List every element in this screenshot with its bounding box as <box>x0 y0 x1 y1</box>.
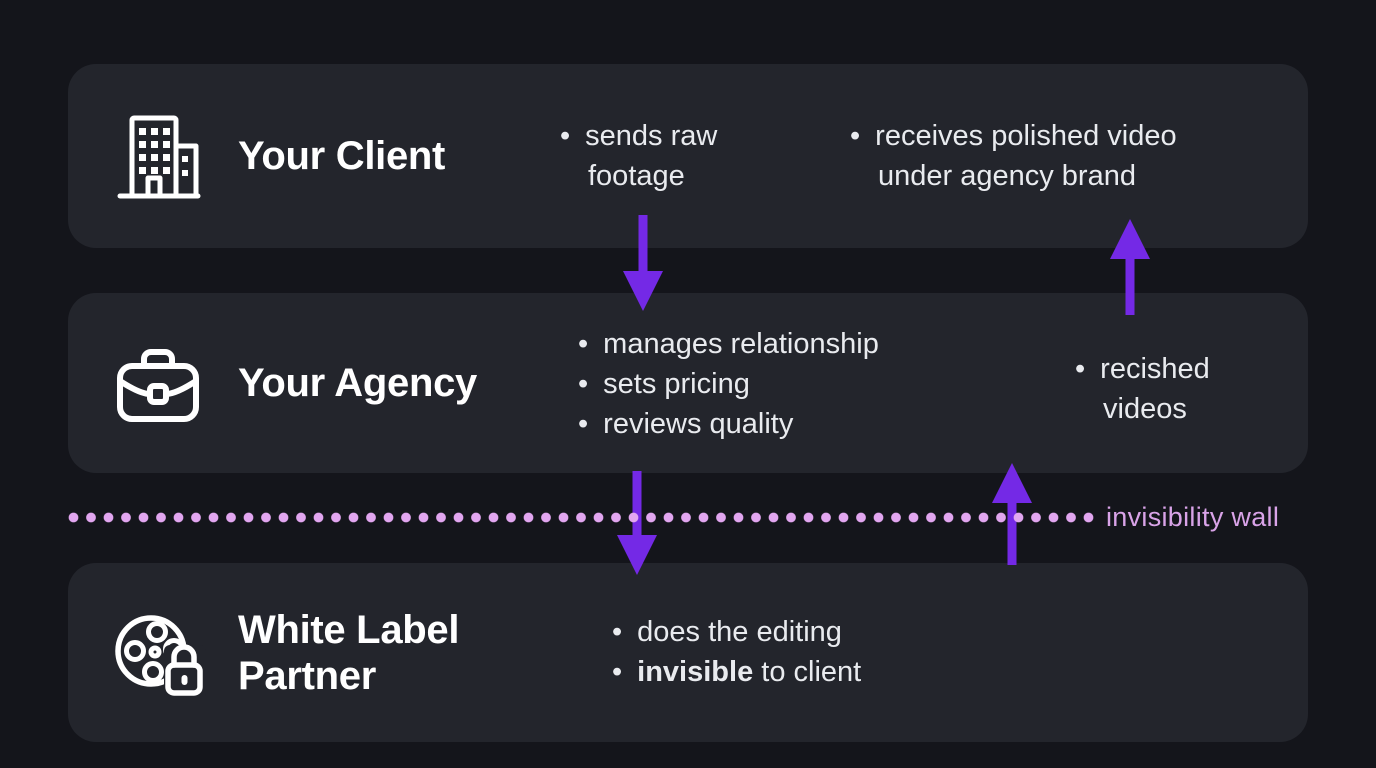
card-your-client: Your Client sends raw footage receives p… <box>68 64 1308 248</box>
invisibility-wall-dotted-line <box>68 512 1096 523</box>
bullet-item: recished videos <box>1075 349 1250 429</box>
client-right-bullets: receives polished video under agency bra… <box>850 116 1245 196</box>
bullet-item: reviews quality <box>578 404 1058 444</box>
bullet-item: sets pricing <box>578 364 1058 404</box>
bullet-item: does the editing <box>612 612 1032 652</box>
bullet-item: receives polished video under agency bra… <box>850 116 1245 196</box>
arrow-client-to-agency <box>621 215 665 311</box>
agency-right-bullets: recished videos <box>1075 349 1250 429</box>
bullet-bold-text: invisible <box>637 656 754 688</box>
card-white-label-partner: White Label Partner does the editing inv… <box>68 563 1308 742</box>
partner-left-bullets: does the editing invisible to client <box>612 612 1032 692</box>
card-title: Your Agency <box>238 361 477 405</box>
arrow-agency-to-partner <box>615 471 659 575</box>
agency-left-bullets: manages relationship sets pricing review… <box>578 324 1058 444</box>
bullet-rest-text: to client <box>753 656 862 688</box>
arrow-agency-to-client <box>1108 219 1152 315</box>
card-your-agency: Your Agency manages relationship sets pr… <box>68 293 1308 473</box>
bullet-item: sends raw footage <box>560 116 770 196</box>
card-title: White Label Partner <box>238 607 460 698</box>
card-title: Your Client <box>238 134 446 178</box>
bullet-item: manages relationship <box>578 324 1058 364</box>
invisibility-wall-label: invisibility wall <box>1106 502 1280 532</box>
briefcase-icon <box>110 335 206 431</box>
building-icon <box>110 108 206 204</box>
film-reel-lock-icon <box>110 605 206 701</box>
client-left-bullets: sends raw footage <box>560 116 770 196</box>
arrow-partner-to-agency <box>990 463 1034 565</box>
bullet-item: invisible to client <box>612 652 1032 692</box>
